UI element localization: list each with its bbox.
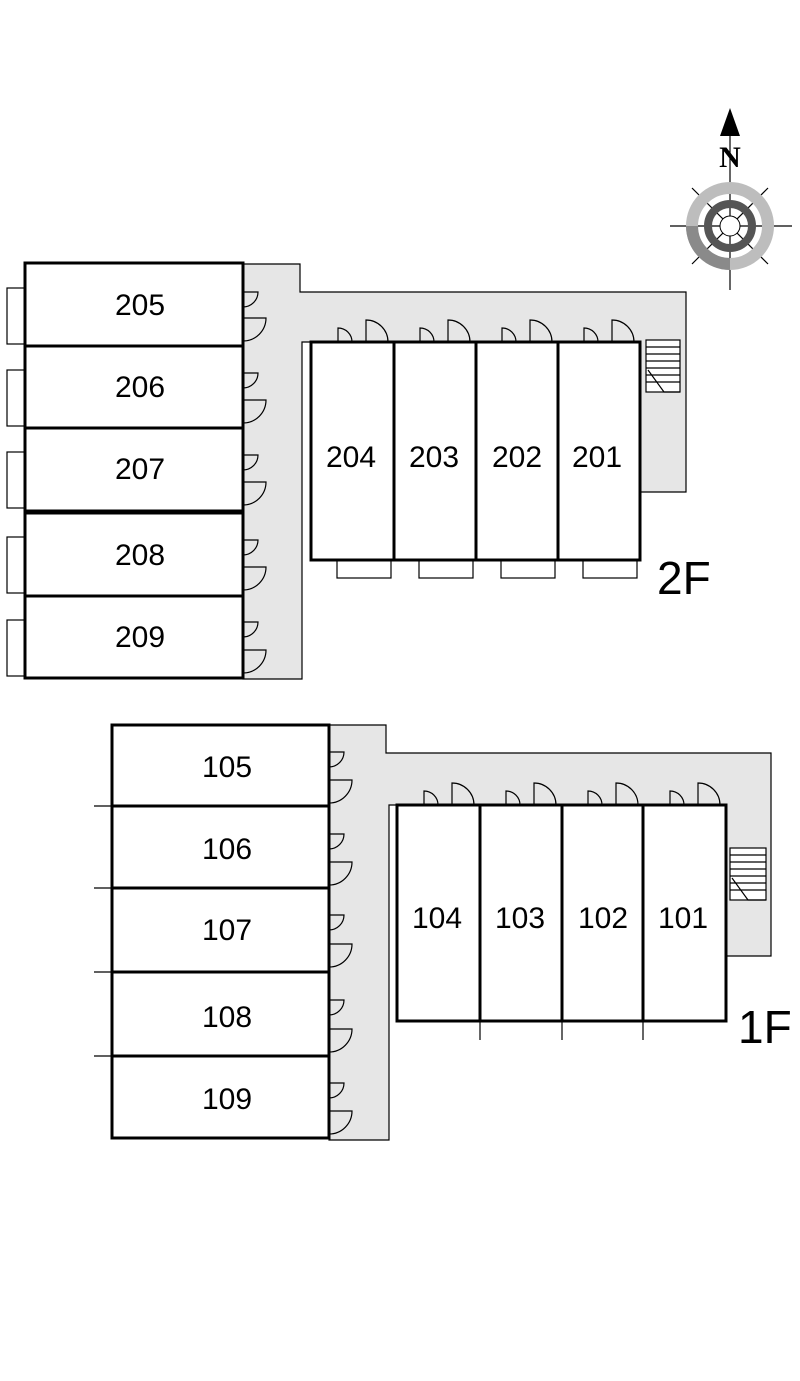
unit-number: 109 (202, 1083, 252, 1116)
unit-209: 209 (6, 594, 267, 680)
floor-label-1f: 1F (738, 1001, 792, 1053)
unit-205: 205 (6, 261, 267, 348)
unit-108: 108 (110, 970, 353, 1058)
unit-101: 101 (641, 782, 728, 1023)
unit-number: 208 (115, 539, 165, 572)
unit-107: 107 (110, 886, 353, 974)
unit-202: 202 (474, 319, 560, 579)
compass-north-letter: N (719, 141, 741, 174)
unit-201: 201 (556, 319, 642, 579)
floor-1f: 105 106 107 108 109 (94, 723, 792, 1141)
unit-number: 102 (578, 902, 628, 935)
unit-number: 205 (115, 289, 165, 322)
compass-rose-icon: N (670, 108, 792, 290)
unit-number: 209 (115, 621, 165, 654)
unit-number: 105 (202, 751, 252, 784)
floor-2f: 205 206 207 208 209 (6, 261, 711, 680)
unit-203: 203 (392, 319, 478, 579)
unit-207: 207 (6, 426, 267, 513)
floor-label-2f: 2F (657, 552, 711, 604)
unit-103: 103 (478, 782, 564, 1040)
unit-number: 201 (572, 441, 622, 474)
unit-109: 109 (110, 1054, 353, 1140)
stairs-2f-icon (645, 339, 681, 393)
unit-number: 206 (115, 371, 165, 404)
unit-number: 103 (495, 902, 545, 935)
unit-206: 206 (6, 344, 267, 430)
unit-number: 204 (326, 441, 376, 474)
unit-number: 101 (658, 902, 708, 935)
unit-number: 207 (115, 453, 165, 486)
unit-105: 105 (110, 723, 353, 808)
stairs-1f-icon (729, 847, 767, 901)
unit-208: 208 (6, 511, 267, 598)
unit-number: 104 (412, 902, 462, 935)
unit-204: 204 (309, 319, 396, 579)
unit-102: 102 (560, 782, 645, 1040)
unit-number: 202 (492, 441, 542, 474)
unit-106: 106 (110, 804, 353, 890)
unit-number: 203 (409, 441, 459, 474)
unit-number: 107 (202, 914, 252, 947)
unit-number: 106 (202, 833, 252, 866)
unit-104: 104 (395, 782, 482, 1040)
unit-number: 108 (202, 1001, 252, 1034)
